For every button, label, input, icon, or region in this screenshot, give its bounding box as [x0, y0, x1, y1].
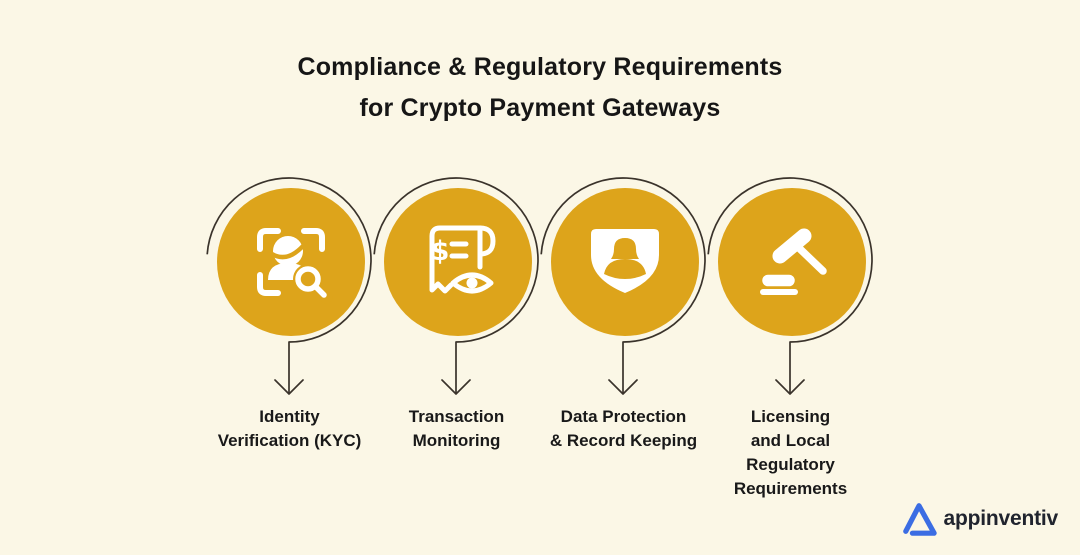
brand-logo-text: appinventiv	[943, 507, 1059, 530]
step-label: Data Protection & Record Keeping	[549, 407, 698, 450]
step-label: Licensing and Local Regulatory Requireme…	[733, 407, 848, 498]
step-identity-verification: Identity Verification (KYC)	[206, 172, 373, 501]
shield-user-glyph	[591, 229, 659, 293]
step-data-protection: Data Protection & Record Keeping	[540, 172, 707, 501]
circle-arrow-line	[707, 177, 873, 394]
step-transaction-monitoring: $ Transaction Monitoring	[373, 172, 540, 501]
step-licensing: Licensing and Local Regulatory Requireme…	[707, 172, 874, 501]
receipt-monitoring-glyph: $	[429, 225, 496, 294]
step-label: Identity Verification (KYC)	[217, 407, 362, 450]
arrowhead-down-icon	[608, 379, 638, 395]
page-title-line-2: for Crypto Payment Gateways	[359, 94, 721, 122]
svg-text:$: $	[431, 236, 450, 267]
arrowhead-down-icon	[274, 379, 304, 395]
circle-arrow-line	[206, 177, 372, 394]
page-title: Compliance & Regulatory Requirements for…	[0, 47, 1080, 129]
brand-logo: appinventiv	[901, 502, 1059, 536]
page-title-line-1: Compliance & Regulatory Requirements	[297, 53, 783, 81]
gavel-icon	[707, 177, 873, 395]
arrowhead-down-icon	[775, 379, 805, 395]
arrowhead-down-icon	[441, 379, 471, 395]
circle-arrow-line	[540, 177, 706, 394]
identity-scan-icon	[206, 177, 372, 395]
receipt-monitoring-icon: $	[373, 177, 539, 395]
step-label: Transaction Monitoring	[408, 407, 505, 450]
identity-scan-glyph	[257, 228, 333, 304]
gold-circle	[718, 188, 866, 336]
gavel-glyph	[760, 228, 827, 295]
circle-arrow-line	[373, 177, 539, 394]
shield-user-icon	[540, 177, 706, 395]
steps-row: Identity Verification (KYC) $	[206, 172, 874, 501]
appinventiv-a-icon	[902, 503, 937, 536]
gold-circle	[384, 188, 532, 336]
